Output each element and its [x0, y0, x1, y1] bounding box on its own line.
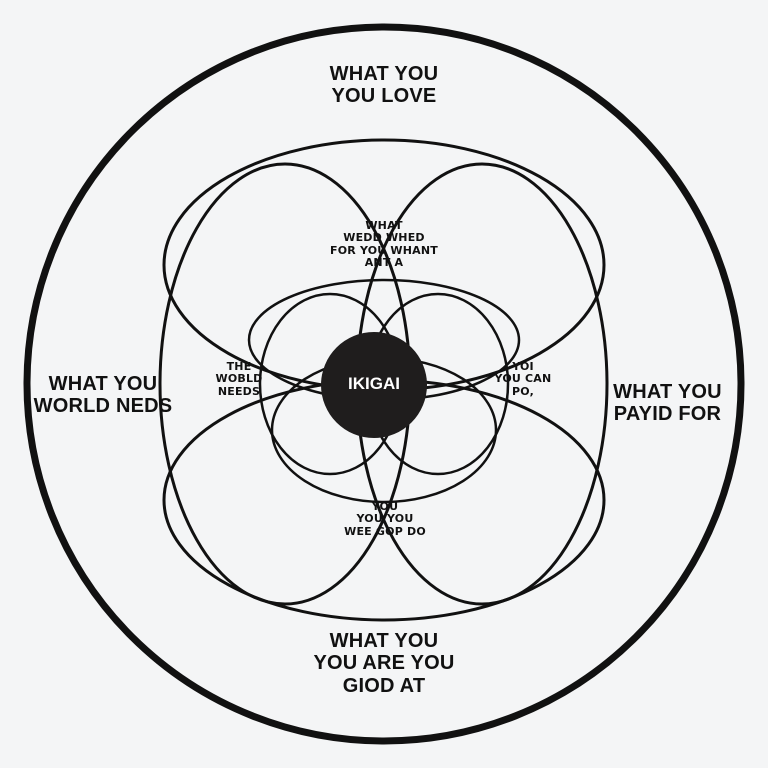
inner-top-label: WHAT WEDD WHED FOR YOU WHANT ANT A	[315, 219, 453, 269]
love-label-line-1: WHAT YOU	[329, 63, 439, 85]
paid-for-label: WHAT YOU PAYID FOR	[590, 381, 745, 426]
love-label-line-2: YOU LOVE	[331, 85, 437, 108]
inner-right-label: YOI YOU CAN PO,	[484, 360, 562, 398]
inner-top-label-line-2: WEDD WHED	[343, 231, 425, 245]
inner-right-label-line-1: YOI	[512, 360, 534, 373]
paid-for-label-line-2: PAYID FOR	[613, 403, 722, 426]
good-at-label-line-1: WHAT YOU	[329, 630, 439, 652]
inner-top-label-line-1: WHAT	[365, 219, 403, 232]
inner-left-label-line-1: THE	[226, 360, 252, 373]
outer-ring	[23, 23, 745, 745]
inner-left-label: THE WOBLD NEEDS	[200, 360, 278, 398]
world-needs-label-line-1: WHAT YOU	[48, 373, 158, 395]
inner-top-label-line-3: FOR YOU WHANT	[329, 243, 438, 257]
inner-right-label-line-2: YOU CAN	[494, 372, 552, 386]
good-at-label-line-3: GIOD AT	[342, 674, 426, 697]
ikigai-center-circle	[321, 332, 427, 438]
inner-bottom-label-line-2: YOU YOU	[356, 512, 414, 526]
world-needs-label-line-2: WORLD NEDS	[33, 395, 173, 418]
good-at-label-line-2: YOU ARE YOU	[313, 652, 455, 675]
world-needs-label: WHAT YOU WORLD NEDS	[28, 373, 178, 418]
inner-top-label-line-4: ANT A	[364, 255, 404, 269]
inner-bottom-label: YOU YOU YOU WEE GOP DO	[333, 500, 437, 538]
paid-for-label-line-1: WHAT YOU	[613, 381, 722, 403]
inner-bottom-label-line-1: YOU	[371, 500, 399, 513]
ikigai-center-label: IKIGAI	[348, 374, 400, 393]
inner-left-label-line-3: NEEDS	[217, 384, 261, 398]
inner-left-label-line-2: WOBLD	[215, 372, 263, 386]
good-at-label: WHAT YOU YOU ARE YOU GIOD AT	[289, 630, 479, 697]
inner-right-label-line-3: PO,	[512, 384, 534, 398]
love-label: WHAT YOU YOU LOVE	[299, 63, 469, 108]
inner-bottom-label-line-3: WEE GOP DO	[344, 524, 426, 538]
